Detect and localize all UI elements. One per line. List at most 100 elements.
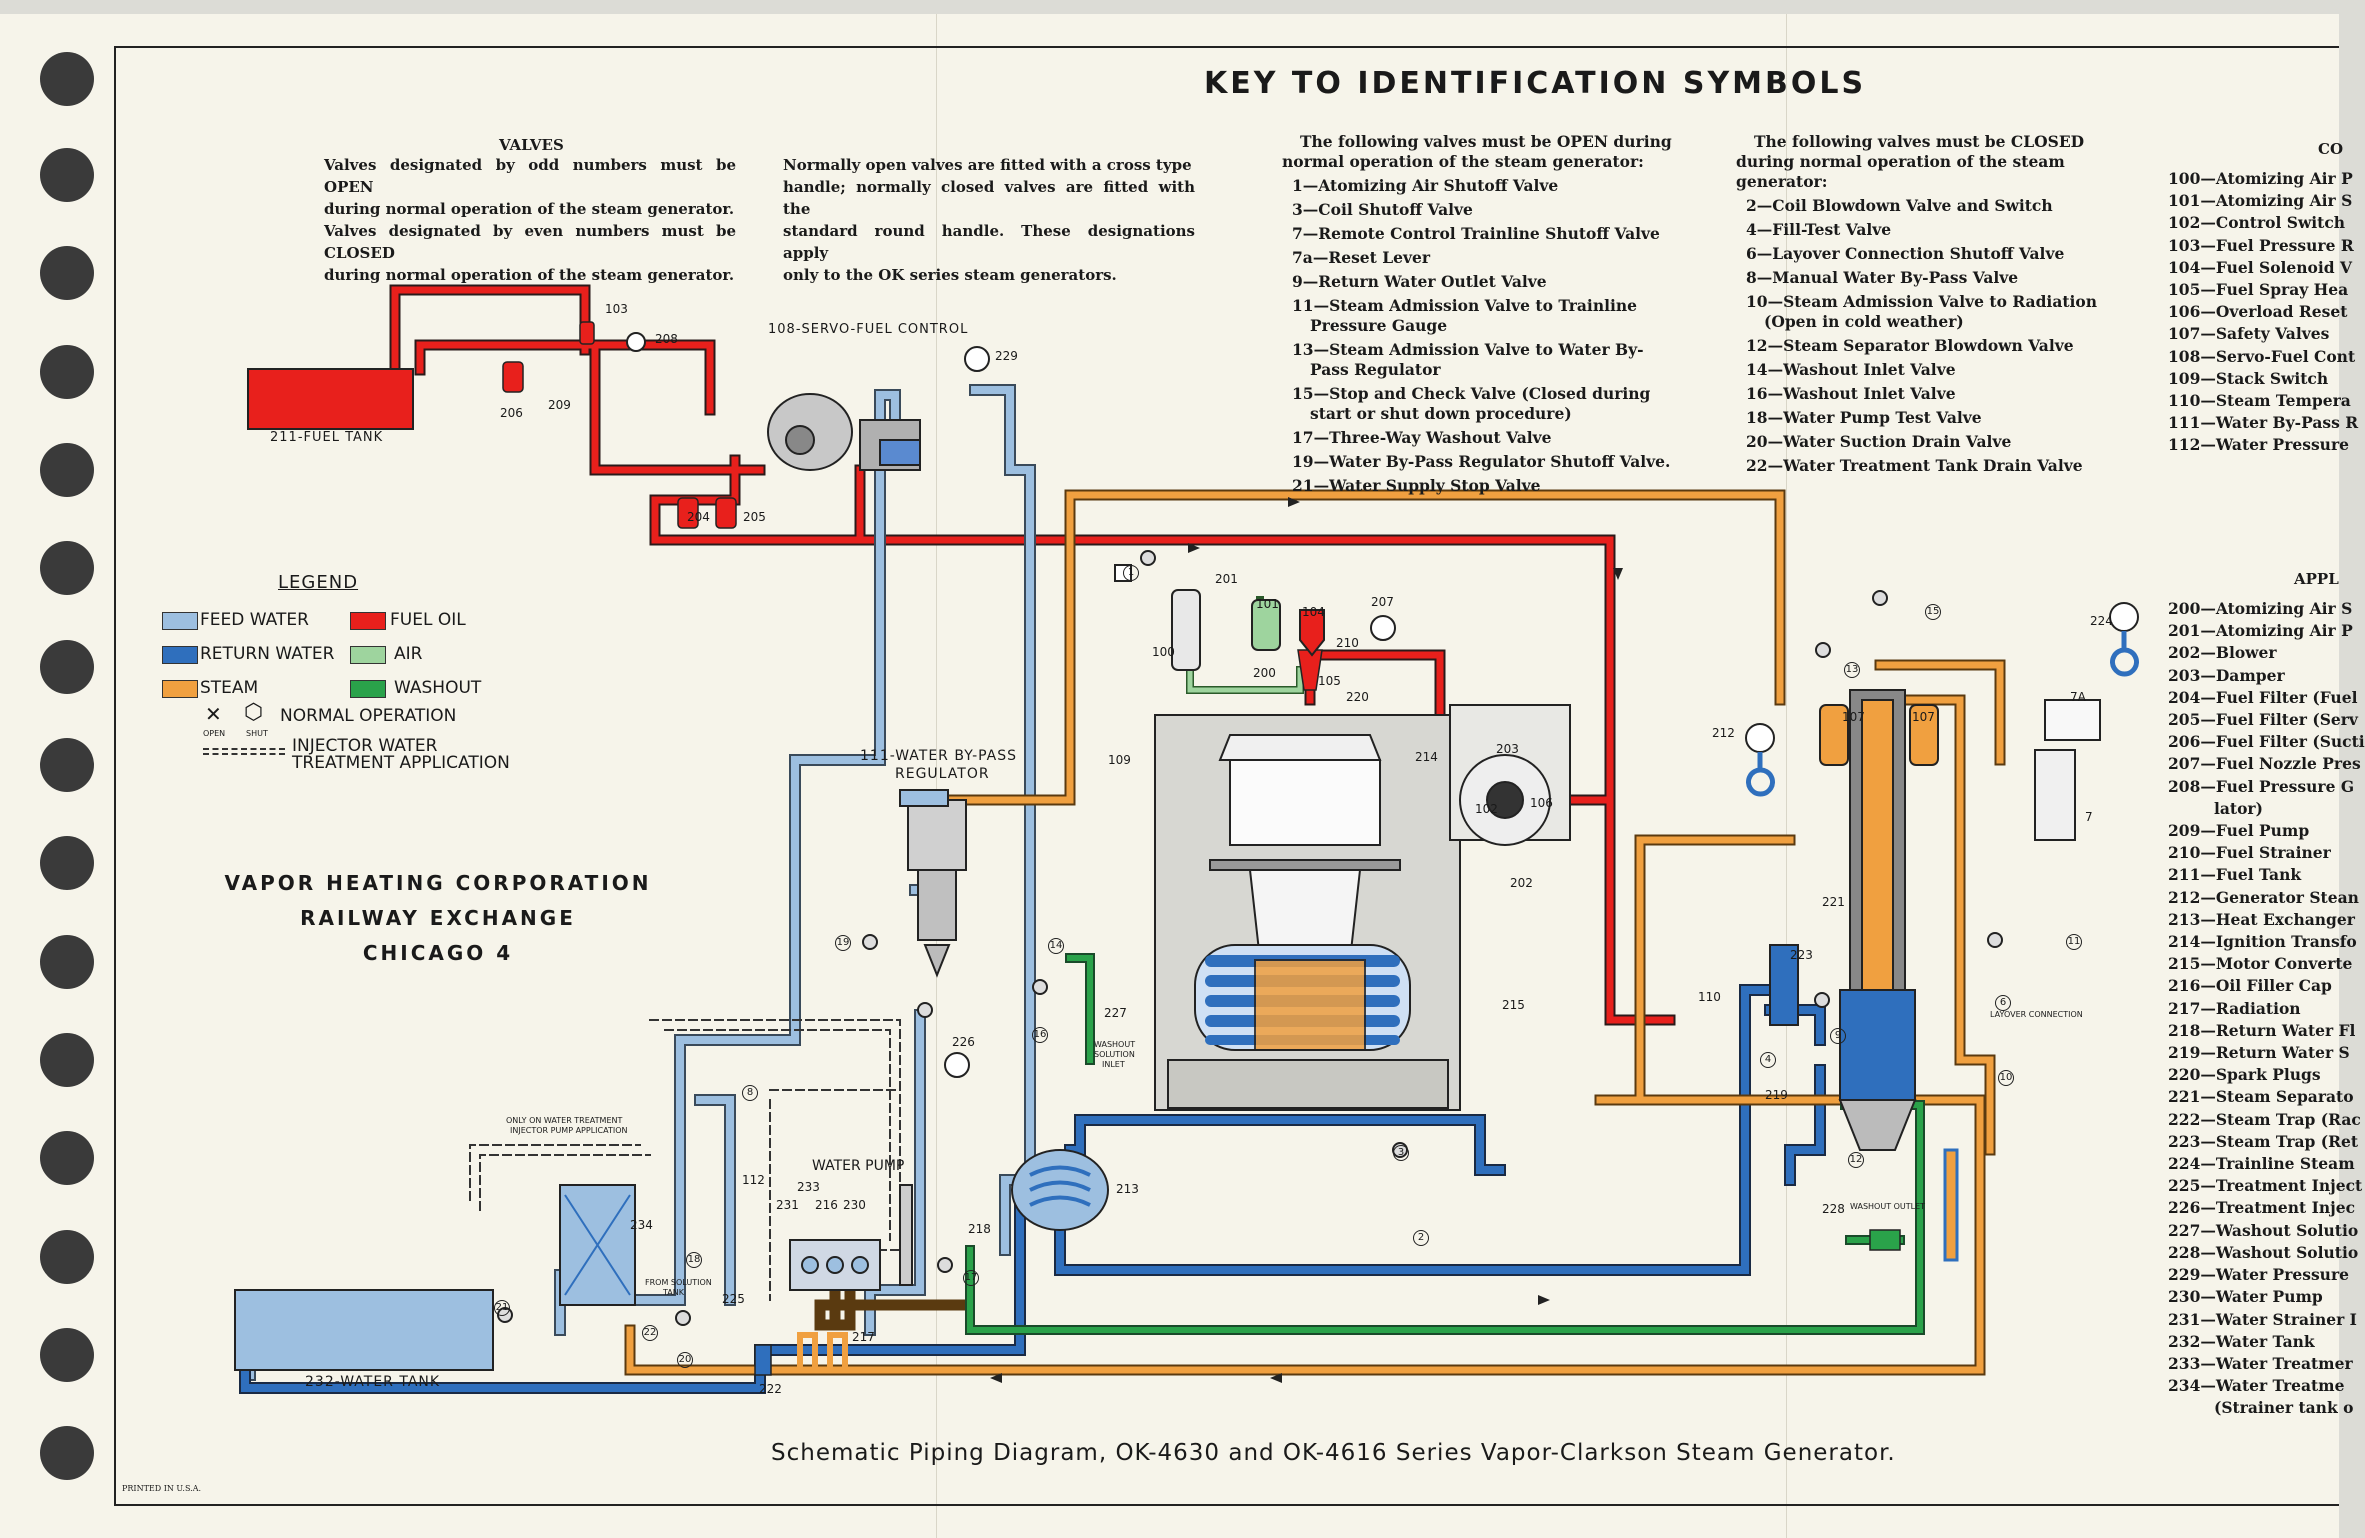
legend-swatch-air	[350, 646, 386, 664]
num-208: 208	[655, 332, 678, 346]
label-water-pump: WATER PUMP	[812, 1158, 905, 1174]
binder-hole	[40, 345, 94, 399]
label-washout-outlet: WASHOUT OUTLET	[1850, 1202, 1926, 1211]
label-washout-inlet: WASHOUT	[1094, 1040, 1136, 1049]
valve-number-6: 6	[1995, 995, 2011, 1011]
appliance-item: 204—Fuel Filter (Fuel	[2168, 687, 2358, 707]
legend-injector-2: TREATMENT APPLICATION	[292, 753, 510, 773]
num-102: 102	[1475, 802, 1498, 816]
heat-exchanger	[1011, 1149, 1109, 1231]
appliance-item: 231—Water Strainer I	[2168, 1309, 2357, 1329]
appliance-item: 201—Atomizing Air P	[2168, 621, 2353, 641]
closed-valve-item: 8—Manual Water By-Pass Valve	[1746, 268, 2019, 287]
appliance-item: 210—Fuel Strainer	[2168, 843, 2331, 863]
valve-number-12: 12	[1848, 1152, 1864, 1168]
label-only-on: ONLY ON WATER TREATMENT	[506, 1116, 623, 1125]
open-valves-intro: The following valves must be OPEN during…	[1282, 132, 1672, 171]
num-213: 213	[1116, 1182, 1139, 1196]
company-name: VAPOR HEATING CORPORATION	[224, 871, 652, 895]
num-103: 103	[605, 302, 628, 316]
open-valve-item: 13—Steam Admission Valve to Water By-Pas…	[1292, 340, 1644, 379]
steam-pipes	[626, 491, 2004, 1374]
injector-dashed-lines	[469, 1019, 901, 1301]
label-from-solution-2: TANK	[663, 1288, 684, 1297]
company-city: CHICAGO 4	[362, 941, 514, 965]
appliance-item: 225—Treatment Inject	[2168, 1176, 2363, 1196]
valves-note: Valves designated by odd numbers must be…	[324, 154, 736, 286]
label-printed: PRINTED IN U.S.A.	[122, 1484, 202, 1493]
open-valve-item: 7—Remote Control Trainline Shutoff Valve	[1292, 224, 1660, 243]
valves-note-line: during normal operation of the steam gen…	[324, 200, 735, 218]
valve-number-9: 9	[1830, 1028, 1846, 1044]
num-201: 201	[1215, 572, 1238, 586]
valve-number-20: 20	[677, 1352, 693, 1368]
closed-valve-item: 6—Layover Connection Shutoff Valve	[1746, 244, 2065, 263]
appliance-item: (Strainer tank o	[2214, 1398, 2354, 1418]
legend-heading: LEGEND	[278, 572, 359, 593]
valve-number-14: 14	[1048, 938, 1064, 954]
label-water-bypass: 111-WATER BY-PASS	[860, 748, 1018, 764]
closed-valve-item: 10—Steam Admission Valve to Radiation (O…	[1746, 292, 2098, 331]
steam-trap-radiation	[754, 1344, 772, 1376]
steam-generator	[1154, 704, 1571, 1111]
appliance-item: 223—Steam Trap (Ret	[2168, 1131, 2358, 1151]
closed-valve-item: 22—Water Treatment Tank Drain Valve	[1746, 456, 2083, 475]
open-valve-item: 19—Water By-Pass Regulator Shutoff Valve…	[1292, 452, 1671, 471]
num-216: 216	[815, 1198, 838, 1212]
num-7: 7	[2085, 810, 2093, 824]
water-treatment-tank	[559, 1184, 636, 1306]
control-item: 107—Safety Valves	[2168, 324, 2330, 344]
control-item: 100—Atomizing Air P	[2168, 169, 2353, 188]
appliances-heading: APPL	[2294, 570, 2339, 588]
num-212: 212	[1712, 726, 1735, 740]
appliance-item: 213—Heat Exchanger	[2168, 909, 2355, 929]
label-from-solution: FROM SOLUTION	[645, 1278, 712, 1287]
atomizing-air-components	[1114, 564, 1325, 671]
num-110: 110	[1698, 990, 1721, 1004]
num-220: 220	[1346, 690, 1369, 704]
open-valve-icon: ✕	[205, 702, 222, 726]
num-206: 206	[500, 406, 523, 420]
appliance-item: 229—Water Pressure	[2168, 1265, 2349, 1285]
handle-note-line: standard round handle. These designation…	[783, 222, 1195, 262]
valve-number-4: 4	[1760, 1052, 1776, 1068]
binder-hole	[40, 640, 94, 694]
closed-valve-item: 2—Coil Blowdown Valve and Switch	[1746, 196, 2053, 215]
valve-number-21: 21	[494, 1300, 510, 1316]
valve-number-8: 8	[742, 1085, 758, 1101]
binder-hole	[40, 1230, 94, 1284]
appliance-item: 226—Treatment Injec	[2168, 1198, 2356, 1218]
num-218: 218	[968, 1222, 991, 1236]
binder-hole	[40, 541, 94, 595]
num-204: 204	[687, 510, 710, 524]
fold-line	[936, 14, 937, 1538]
num-234: 234	[630, 1218, 653, 1232]
legend-label-fuel-oil: FUEL OIL	[390, 610, 466, 630]
appliance-item: 205—Fuel Filter (Serv	[2168, 710, 2358, 730]
valve-number-13: 13	[1844, 662, 1860, 678]
control-item: 102—Control Switch	[2168, 213, 2346, 233]
appliance-item: 219—Return Water S	[2168, 1043, 2350, 1063]
appliance-item: 200—Atomizing Air S	[2168, 599, 2353, 618]
legend-label-steam: STEAM	[200, 678, 259, 698]
appliance-item: 211—Fuel Tank	[2168, 865, 2302, 885]
valve-number-19: 19	[835, 935, 851, 951]
control-item: 112—Water Pressure	[2168, 435, 2349, 455]
legend-dashed-line-icon	[203, 748, 285, 755]
binder-hole	[40, 52, 94, 106]
num-227: 227	[1104, 1006, 1127, 1020]
appliance-item: 202—Blower	[2168, 643, 2277, 663]
closed-valve-item: 4—Fill-Test Valve	[1746, 220, 1892, 239]
closed-valves-list: The following valves must be CLOSED duri…	[1736, 132, 2136, 480]
label-layover-connection: LAYOVER CONNECTION	[1990, 1010, 2083, 1019]
binder-hole	[40, 246, 94, 300]
appliance-item: 222—Steam Trap (Rac	[2168, 1109, 2361, 1129]
legend-injector: INJECTOR WATER	[292, 736, 438, 756]
diagram-frame	[114, 46, 2339, 1506]
appliance-item: 234—Water Treatme	[2168, 1376, 2345, 1396]
label-servo-fuel-control: 108-SERVO-FUEL CONTROL	[768, 322, 969, 337]
label-washout-inlet-2: SOLUTION	[1094, 1050, 1135, 1059]
legend-swatch-feed-water	[162, 612, 198, 630]
num-229: 229	[995, 349, 1018, 363]
